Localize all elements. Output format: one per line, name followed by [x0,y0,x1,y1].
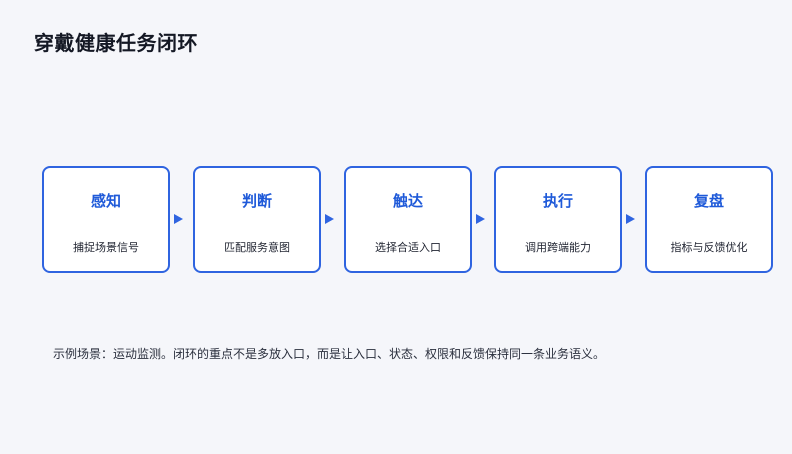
arrow-right-icon [476,214,485,224]
process-flow: 感知 捕捉场景信号 判断 匹配服务意图 触达 选择合适入口 执行 调用跨端能力 … [42,166,774,275]
step-execute: 执行 调用跨端能力 [494,166,622,273]
example-note: 示例场景：运动监测。闭环的重点不是多放入口，而是让入口、状态、权限和反馈保持同一… [53,347,606,361]
step-name: 感知 [90,192,121,210]
step-description: 捕捉场景信号 [73,241,139,254]
step-description: 选择合适入口 [375,241,441,254]
step-perceive: 感知 捕捉场景信号 [42,166,170,273]
step-judge: 判断 匹配服务意图 [193,166,321,273]
step-description: 调用跨端能力 [525,241,591,254]
step-name: 执行 [542,192,573,210]
arrow-right-icon [174,214,183,224]
step-reach: 触达 选择合适入口 [344,166,472,273]
page-title: 穿戴健康任务闭环 [34,31,198,55]
arrow-right-icon [325,214,334,224]
step-name: 触达 [392,192,423,210]
step-description: 指标与反馈优化 [670,241,748,254]
step-name: 判断 [241,192,272,210]
arrow-right-icon [626,214,635,224]
step-name: 复盘 [693,192,724,210]
step-review: 复盘 指标与反馈优化 [645,166,773,273]
step-description: 匹配服务意图 [224,241,290,254]
